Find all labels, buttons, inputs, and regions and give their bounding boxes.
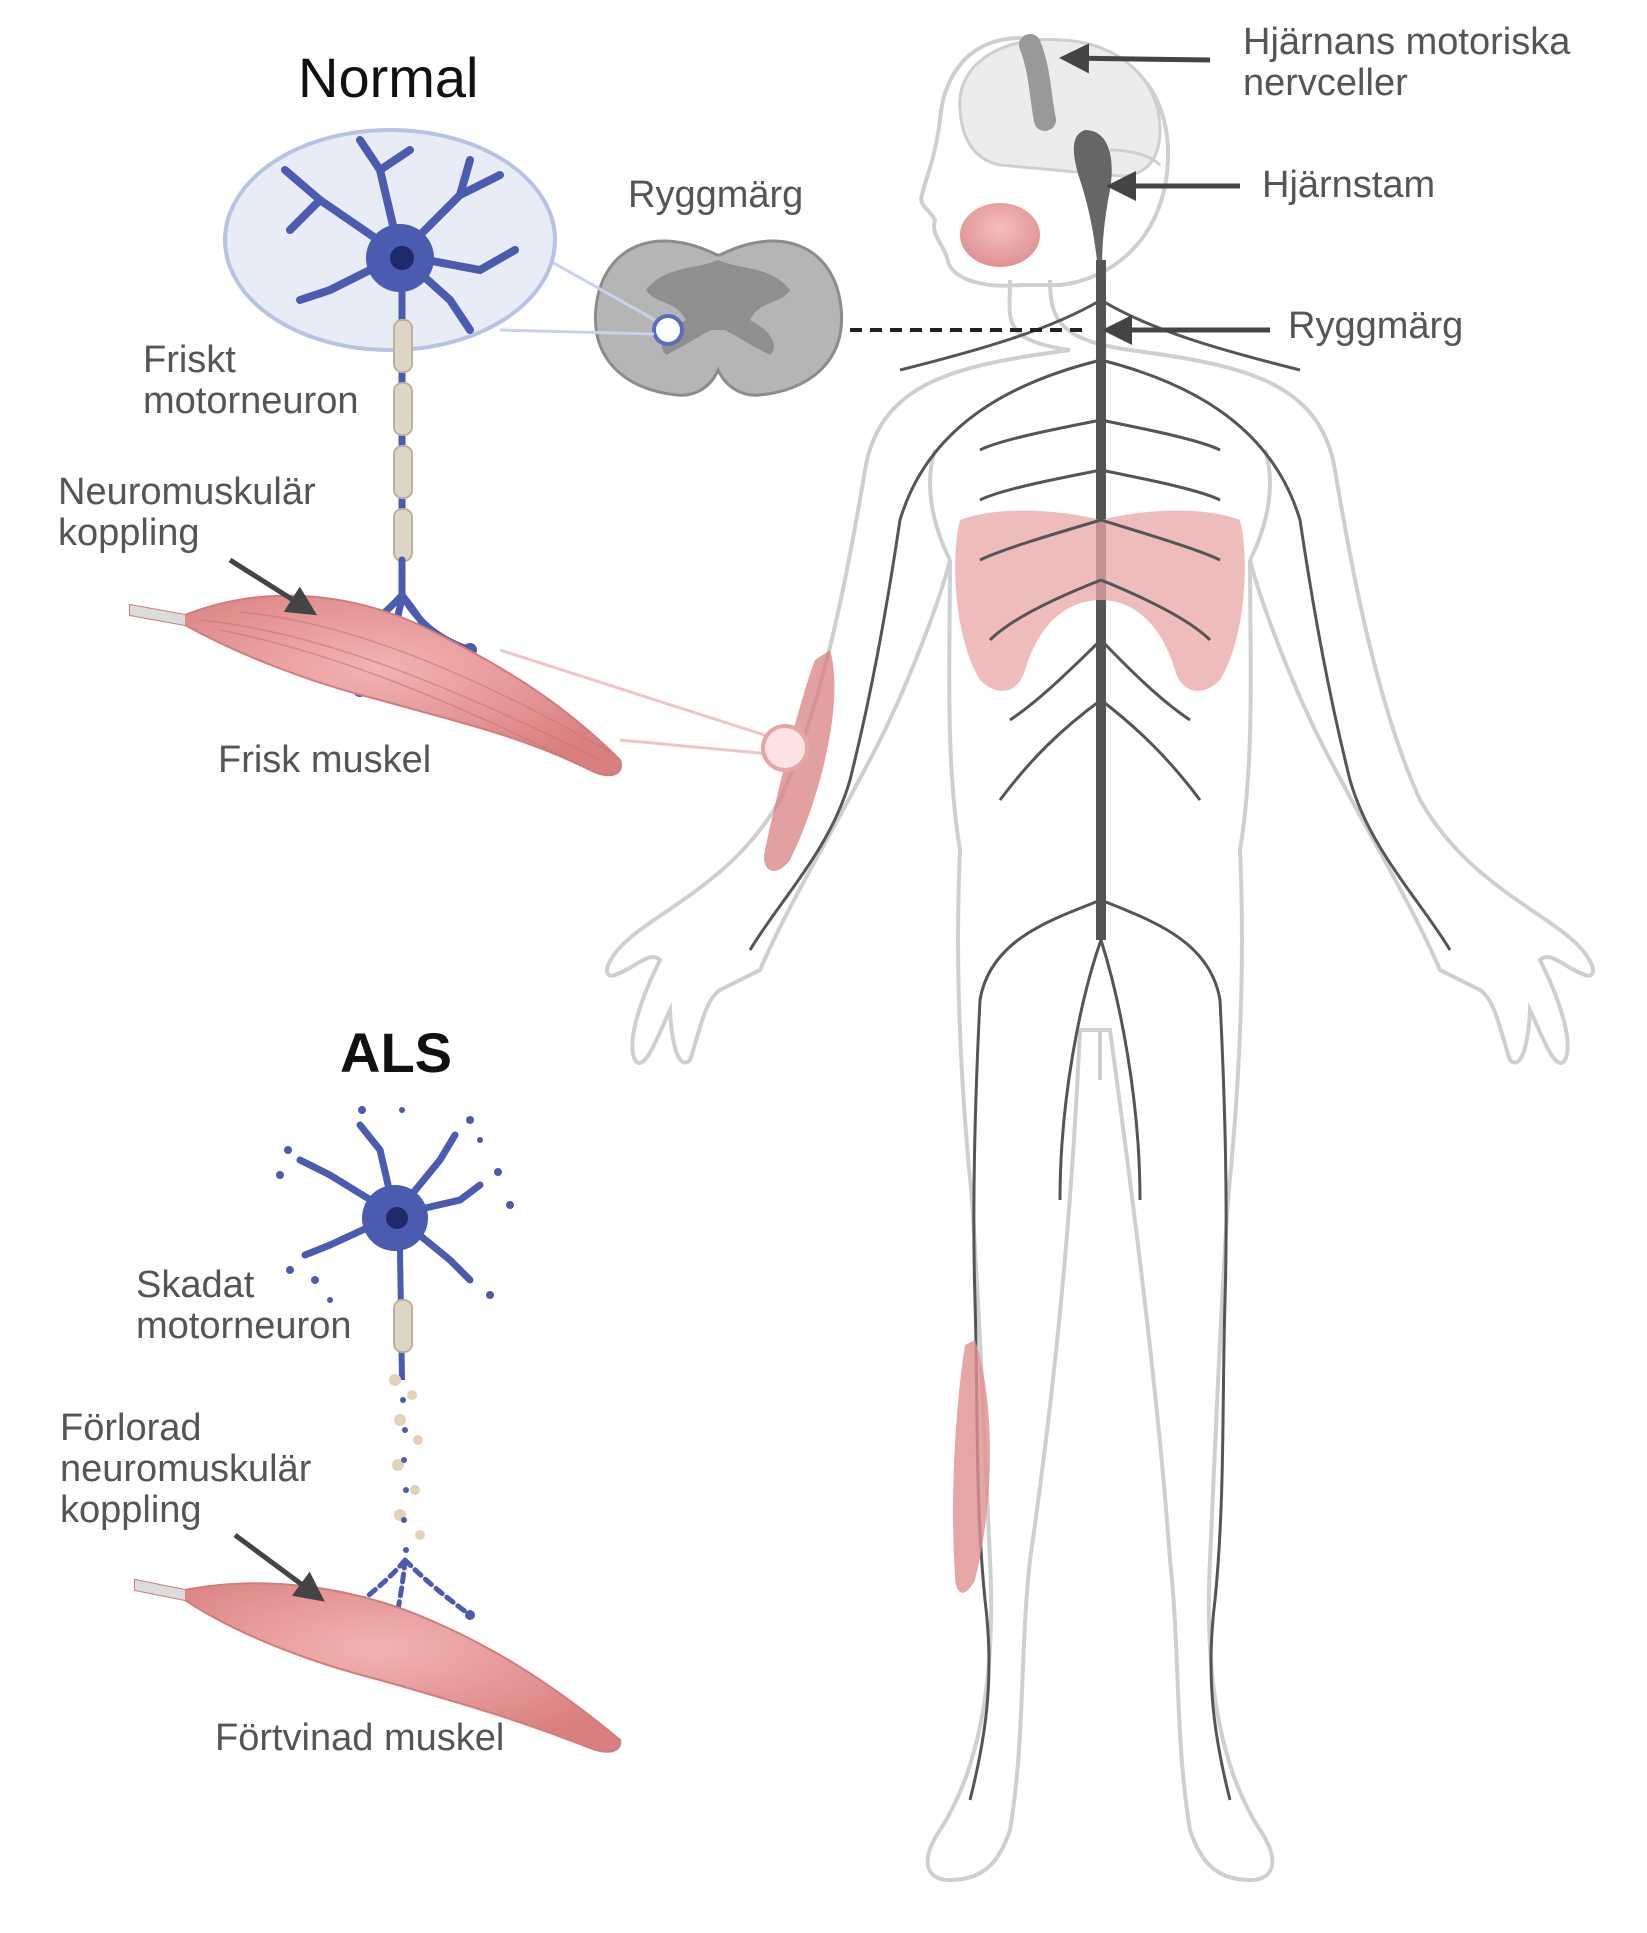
spinal-cord-label: Ryggmärg — [1288, 305, 1464, 347]
brainstem-label: Hjärnstam — [1262, 164, 1436, 206]
healthy-muscle-label: Frisk muskel — [218, 739, 432, 781]
calf-muscle — [953, 1340, 990, 1593]
motor-cortex-label: Hjärnans motoriska nervceller — [1243, 21, 1571, 104]
atrophied-muscle — [134, 1578, 622, 1753]
als-neuron — [276, 1106, 514, 1658]
neuromuscular-junction-label: Neuromuskulär koppling — [58, 471, 316, 554]
diaphragm — [955, 510, 1245, 691]
muscle-zoom-connector — [499, 648, 809, 772]
damaged-motor-neuron-label: Skadat motorneuron — [136, 1264, 352, 1347]
label-arrows — [228, 43, 1270, 1602]
lost-junction-label: Förlorad neuromuskulär koppling — [60, 1407, 312, 1531]
healthy-muscle — [129, 594, 622, 777]
tongue-muscle — [960, 203, 1040, 267]
spinal-cross-section-label: Ryggmärg — [628, 174, 804, 216]
peripheral-nerves — [748, 298, 1452, 1801]
brain — [958, 34, 1162, 178]
normal-panel-title: Normal — [298, 46, 479, 109]
als-panel-title: ALS — [340, 1021, 452, 1084]
atrophied-muscle-label: Förtvinad muskel — [215, 1717, 505, 1759]
healthy-motor-neuron-label: Friskt motorneuron — [143, 339, 359, 422]
normal-neuron — [223, 128, 557, 697]
human-body-outline — [605, 36, 1595, 1883]
